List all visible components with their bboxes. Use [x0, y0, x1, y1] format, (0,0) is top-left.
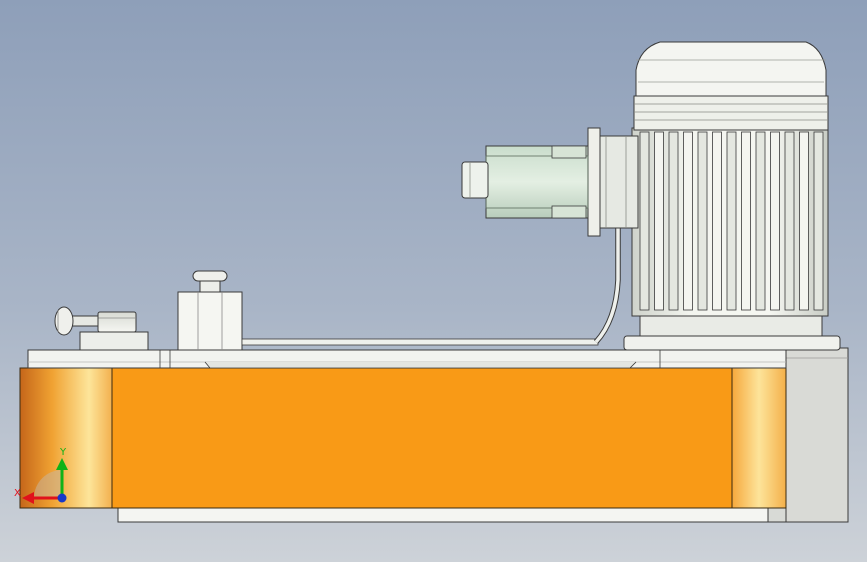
fan-cap: [635, 41, 827, 97]
y-axis-label: Y: [59, 447, 67, 458]
tank-end-right[interactable]: [731, 367, 787, 509]
valve-stem: [71, 315, 99, 327]
cooling-fin: [770, 131, 780, 311]
tank-end-left[interactable]: [19, 367, 113, 509]
motor-foot[interactable]: [623, 335, 841, 351]
cooling-fin: [784, 131, 795, 311]
coupling-flange[interactable]: [587, 127, 639, 237]
valve-knob[interactable]: [54, 306, 74, 336]
cooling-fin: [712, 131, 722, 311]
hydraulic-pump[interactable]: [461, 145, 589, 219]
filler-cap[interactable]: [192, 270, 228, 282]
oil-tank[interactable]: [111, 367, 733, 509]
filler-cap-block[interactable]: [177, 270, 243, 351]
filler-block: [177, 291, 243, 351]
motor-cooling-fins: [639, 131, 824, 311]
x-axis-label: X: [14, 488, 21, 499]
base-plate[interactable]: [117, 507, 771, 523]
pump-shaft[interactable]: [461, 161, 489, 199]
cooling-fin: [639, 131, 650, 311]
valve-body: [97, 311, 137, 333]
cooling-fin: [741, 131, 751, 311]
pipe-horizontal[interactable]: [241, 338, 599, 346]
cooling-fin: [726, 131, 737, 311]
cooling-fin: [755, 131, 766, 311]
cooling-fin: [654, 131, 664, 311]
x-axis-arrow: [22, 492, 34, 504]
y-axis-arrow: [56, 458, 68, 470]
z-axis-dot: [57, 493, 67, 503]
triad-plane: [34, 470, 62, 498]
filler-neck: [199, 279, 221, 293]
valve-assembly-left[interactable]: [54, 306, 149, 351]
cooling-fin: [683, 131, 693, 311]
cooling-fin: [799, 131, 809, 311]
cooling-fin: [813, 131, 824, 311]
coordinate-triad: Y X: [14, 447, 68, 504]
base-plate-right-foot[interactable]: [767, 507, 787, 523]
fan-cover: [633, 95, 829, 131]
cooling-fin: [668, 131, 679, 311]
valve-base: [79, 331, 149, 351]
side-bracket[interactable]: [785, 347, 849, 523]
cooling-fin: [697, 131, 708, 311]
electric-motor[interactable]: [631, 41, 829, 317]
